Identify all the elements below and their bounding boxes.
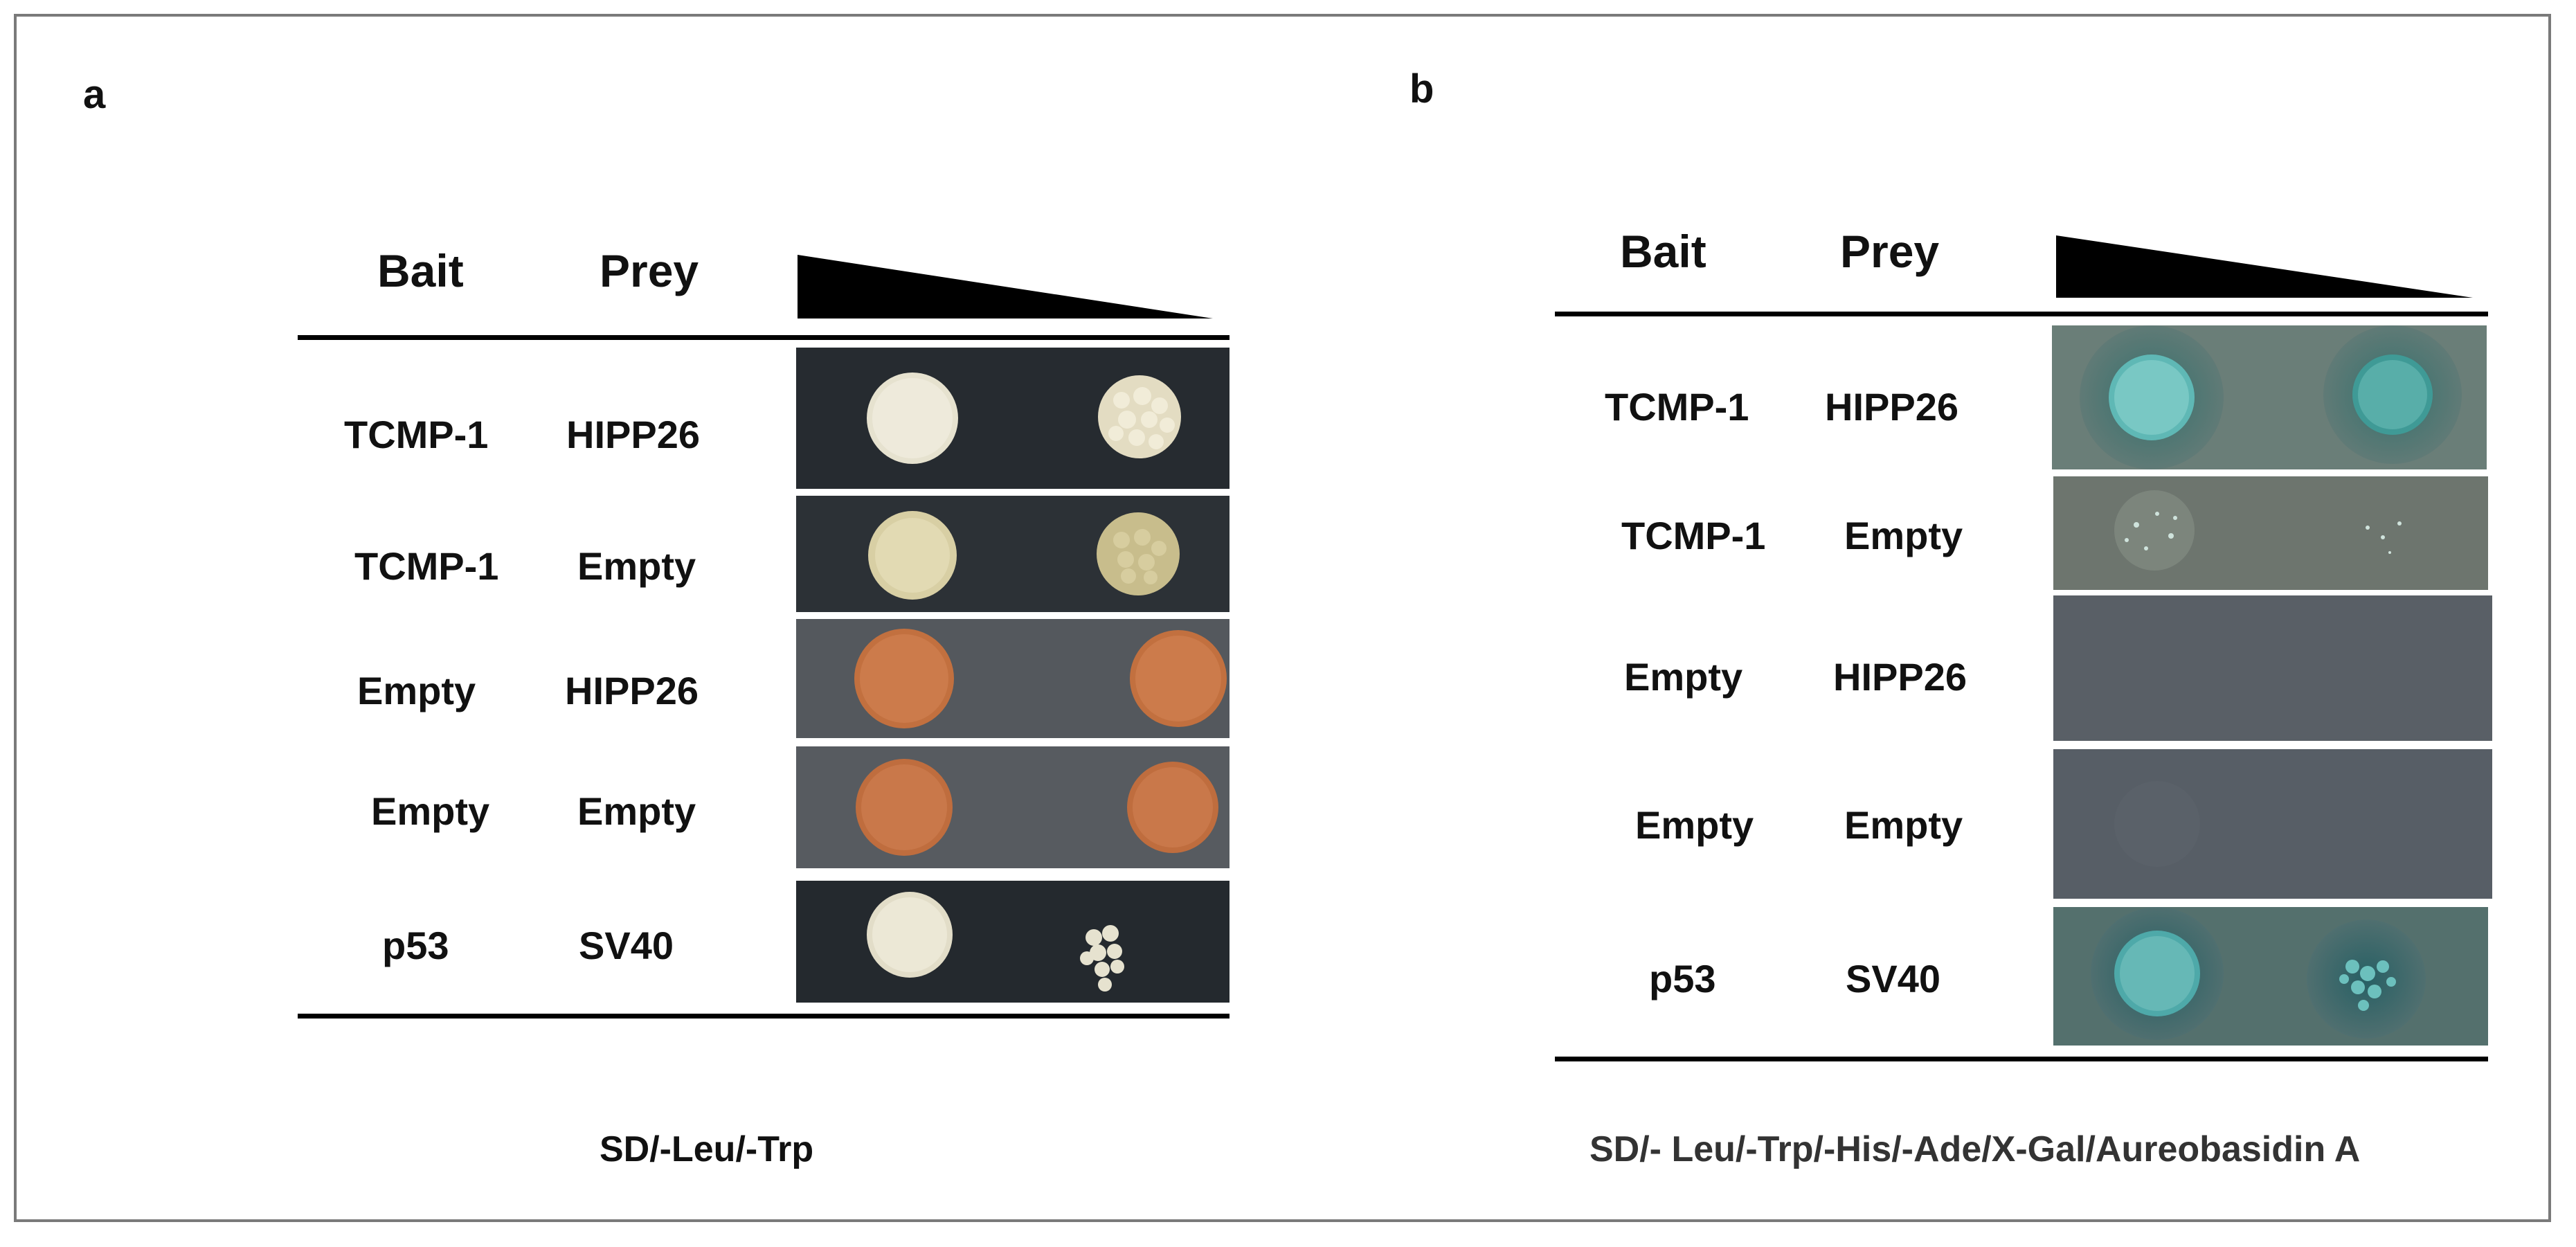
panel-a-row4-prey: Empty xyxy=(577,789,696,833)
panel-a-plate-row4 xyxy=(796,746,1230,868)
panel-a-row1-bait: TCMP-1 xyxy=(344,413,489,456)
panel-b-header-prey: Prey xyxy=(1840,226,1940,277)
panel-b-header-bait: Bait xyxy=(1620,226,1706,277)
panel-a-top-rule xyxy=(298,335,1230,340)
panel-a-dilution-wedge xyxy=(798,255,1213,319)
panel-b-row5-bait: p53 xyxy=(1649,957,1716,1001)
panel-a-row3-bait: Empty xyxy=(357,669,476,712)
panel-a-plate-row2 xyxy=(796,496,1230,612)
panel-b-row5-prey: SV40 xyxy=(1846,957,1940,1001)
panel-b-plate-row5 xyxy=(2053,907,2488,1046)
figure-frame xyxy=(14,14,2551,1222)
panel-b-row2-prey: Empty xyxy=(1844,514,1963,557)
panel-b-plate-row2 xyxy=(2053,476,2488,590)
panel-a-row1-prey: HIPP26 xyxy=(566,413,700,456)
panel-b-row1-prey: HIPP26 xyxy=(1825,385,1958,429)
panel-a-plate-row5 xyxy=(796,881,1230,1003)
panel-b-letter: b xyxy=(1409,66,1434,111)
panel-a-row5-prey: SV40 xyxy=(579,924,674,967)
panel-b-row4-bait: Empty xyxy=(1635,803,1754,847)
panel-b-row4-prey: Empty xyxy=(1844,803,1963,847)
panel-b-dilution-wedge xyxy=(2056,235,2473,298)
panel-a-caption: SD/-Leu/-Trp xyxy=(600,1129,814,1169)
panel-a-row4-bait: Empty xyxy=(371,789,490,833)
panel-a-row2-prey: Empty xyxy=(577,544,696,588)
panel-a-plate-row1 xyxy=(796,348,1230,489)
panel-b-plate-row3 xyxy=(2053,595,2492,741)
panel-b-row2-bait: TCMP-1 xyxy=(1621,514,1766,557)
panel-b-row1-bait: TCMP-1 xyxy=(1605,385,1749,429)
panel-b-plate-row1 xyxy=(2052,325,2487,469)
panel-a-row5-bait: p53 xyxy=(382,924,449,967)
panel-a-header-bait: Bait xyxy=(377,245,464,296)
panel-b-row3-bait: Empty xyxy=(1624,655,1743,699)
panel-b-row3-prey: HIPP26 xyxy=(1833,655,1967,699)
panel-a-letter: a xyxy=(83,72,106,117)
panel-b-bottom-rule xyxy=(1555,1057,2488,1061)
panel-a-plate-row3 xyxy=(796,619,1230,738)
panel-b-plate-row4 xyxy=(2053,749,2492,899)
panel-a-header-prey: Prey xyxy=(600,245,699,296)
panel-a-row3-prey: HIPP26 xyxy=(565,669,699,712)
panel-b-caption: SD/- Leu/-Trp/-His/-Ade/X-Gal/Aureobasid… xyxy=(1589,1129,2361,1169)
panel-a-row2-bait: TCMP-1 xyxy=(354,544,499,588)
panel-b-top-rule xyxy=(1555,312,2488,316)
panel-a-bottom-rule xyxy=(298,1014,1230,1019)
